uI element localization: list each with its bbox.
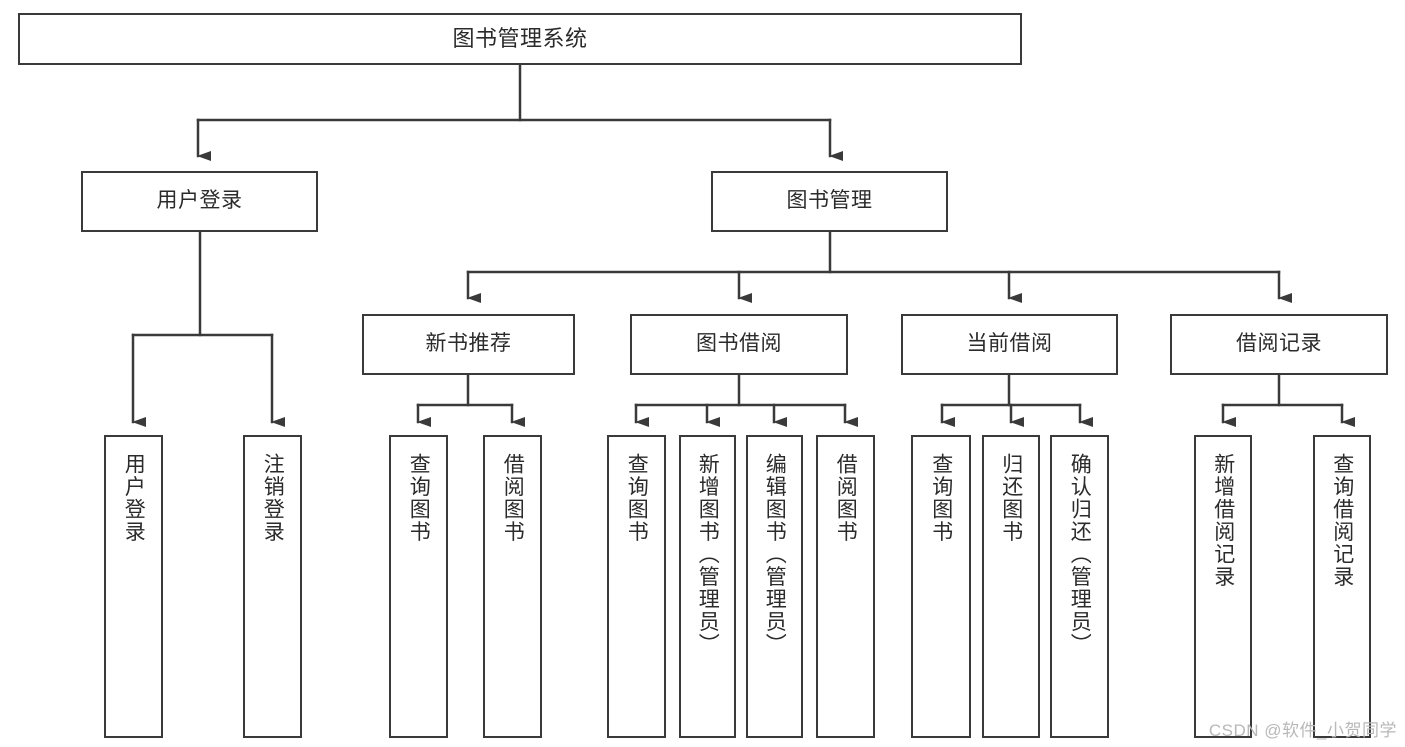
leaf-borrow-book-2[interactable]: 借阅图书 bbox=[816, 435, 875, 738]
leaf-user-login[interactable]: 用户登录 bbox=[104, 435, 163, 738]
leaf-borrow-book-1-label: 借阅图书 bbox=[501, 453, 525, 543]
watermark: CSDN @软件_小贺同学 bbox=[1208, 721, 1397, 740]
leaf-query-book-3[interactable]: 查询图书 bbox=[911, 435, 971, 738]
leaf-query-borrow-record[interactable]: 查询借阅记录 bbox=[1313, 435, 1371, 738]
leaf-edit-book[interactable]: 编辑图书（管理员） bbox=[746, 435, 803, 738]
node-user-login[interactable]: 用户登录 bbox=[81, 171, 318, 232]
node-book-management-label: 图书管理 bbox=[786, 189, 873, 213]
leaf-add-book-label: 新增图书（管理员） bbox=[696, 453, 720, 656]
leaf-query-borrow-record-label: 查询借阅记录 bbox=[1330, 453, 1354, 588]
leaf-query-book-2[interactable]: 查询图书 bbox=[607, 435, 666, 738]
node-user-login-label: 用户登录 bbox=[156, 189, 243, 213]
leaf-return-book[interactable]: 归还图书 bbox=[982, 435, 1040, 738]
node-new-book-recommend-label: 新书推荐 bbox=[425, 332, 512, 356]
node-book-management[interactable]: 图书管理 bbox=[711, 171, 948, 232]
leaf-edit-book-label: 编辑图书（管理员） bbox=[763, 453, 787, 656]
node-new-book-recommend[interactable]: 新书推荐 bbox=[362, 314, 575, 375]
leaf-borrow-book-1[interactable]: 借阅图书 bbox=[483, 435, 542, 738]
node-book-borrow-label: 图书借阅 bbox=[696, 332, 782, 356]
leaf-add-book[interactable]: 新增图书（管理员） bbox=[679, 435, 736, 738]
leaf-borrow-book-2-label: 借阅图书 bbox=[834, 453, 858, 543]
leaf-add-borrow-record-label: 新增借阅记录 bbox=[1211, 453, 1235, 588]
leaf-user-login-label: 用户登录 bbox=[122, 453, 146, 543]
node-book-borrow[interactable]: 图书借阅 bbox=[630, 314, 848, 375]
leaf-query-book-3-label: 查询图书 bbox=[929, 453, 953, 543]
leaf-add-borrow-record[interactable]: 新增借阅记录 bbox=[1194, 435, 1252, 738]
leaf-logout-label: 注销登录 bbox=[261, 453, 285, 543]
node-root-label: 图书管理系统 bbox=[452, 26, 588, 52]
leaf-confirm-return[interactable]: 确认归还（管理员） bbox=[1050, 435, 1109, 738]
node-root[interactable]: 图书管理系统 bbox=[18, 13, 1022, 65]
leaf-logout[interactable]: 注销登录 bbox=[243, 435, 302, 738]
leaf-return-book-label: 归还图书 bbox=[999, 453, 1023, 543]
leaf-query-book-2-label: 查询图书 bbox=[625, 453, 649, 543]
node-borrow-record[interactable]: 借阅记录 bbox=[1170, 314, 1388, 375]
leaf-confirm-return-label: 确认归还（管理员） bbox=[1068, 453, 1092, 656]
node-current-borrow-label: 当前借阅 bbox=[966, 332, 1053, 356]
node-current-borrow[interactable]: 当前借阅 bbox=[901, 314, 1118, 375]
leaf-query-book-1[interactable]: 查询图书 bbox=[389, 435, 448, 738]
leaf-query-book-1-label: 查询图书 bbox=[407, 453, 431, 543]
node-borrow-record-label: 借阅记录 bbox=[1236, 332, 1322, 356]
